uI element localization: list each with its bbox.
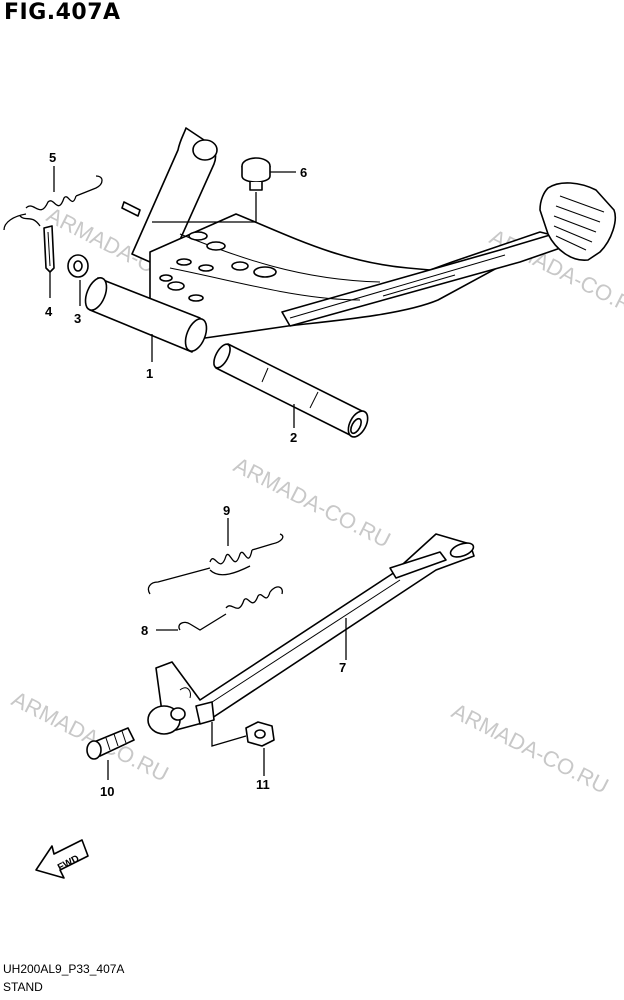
callout-5: 5	[49, 150, 56, 165]
callout-6: 6	[300, 165, 307, 180]
stopper-part	[241, 157, 271, 191]
callout-10: 10	[100, 784, 114, 799]
watermark: ARMADA-CO.RU	[230, 452, 395, 553]
callout-11: 11	[256, 777, 270, 792]
callout-2: 2	[290, 430, 297, 445]
main-stand-part	[84, 127, 616, 353]
figure-code: UH200AL9_P33_407A	[3, 962, 125, 976]
callout-8: 8	[141, 623, 148, 638]
spring-9-part	[147, 533, 284, 595]
spring-8-part	[178, 586, 283, 631]
watermark: ARMADA-CO.RU	[448, 698, 613, 799]
washer-part	[67, 254, 89, 278]
callout-3: 3	[74, 311, 81, 326]
figure-name: STAND	[3, 980, 43, 994]
watermark: ARMADA-CO.RU	[8, 686, 173, 787]
figure-title: FIG.407A	[4, 0, 121, 25]
callout-4: 4	[45, 304, 53, 319]
fwd-arrow-icon: FWD	[35, 839, 89, 879]
callout-9: 9	[223, 503, 230, 518]
spring-5-part	[3, 175, 103, 231]
leader-lines	[49, 166, 347, 780]
cotter-pin-part	[43, 225, 55, 273]
nut-part	[245, 721, 275, 747]
bolt-part	[86, 727, 135, 760]
callout-1: 1	[146, 366, 153, 381]
side-stand-part	[147, 533, 475, 735]
stand-shaft-part	[213, 343, 369, 438]
callout-7: 7	[339, 660, 346, 675]
